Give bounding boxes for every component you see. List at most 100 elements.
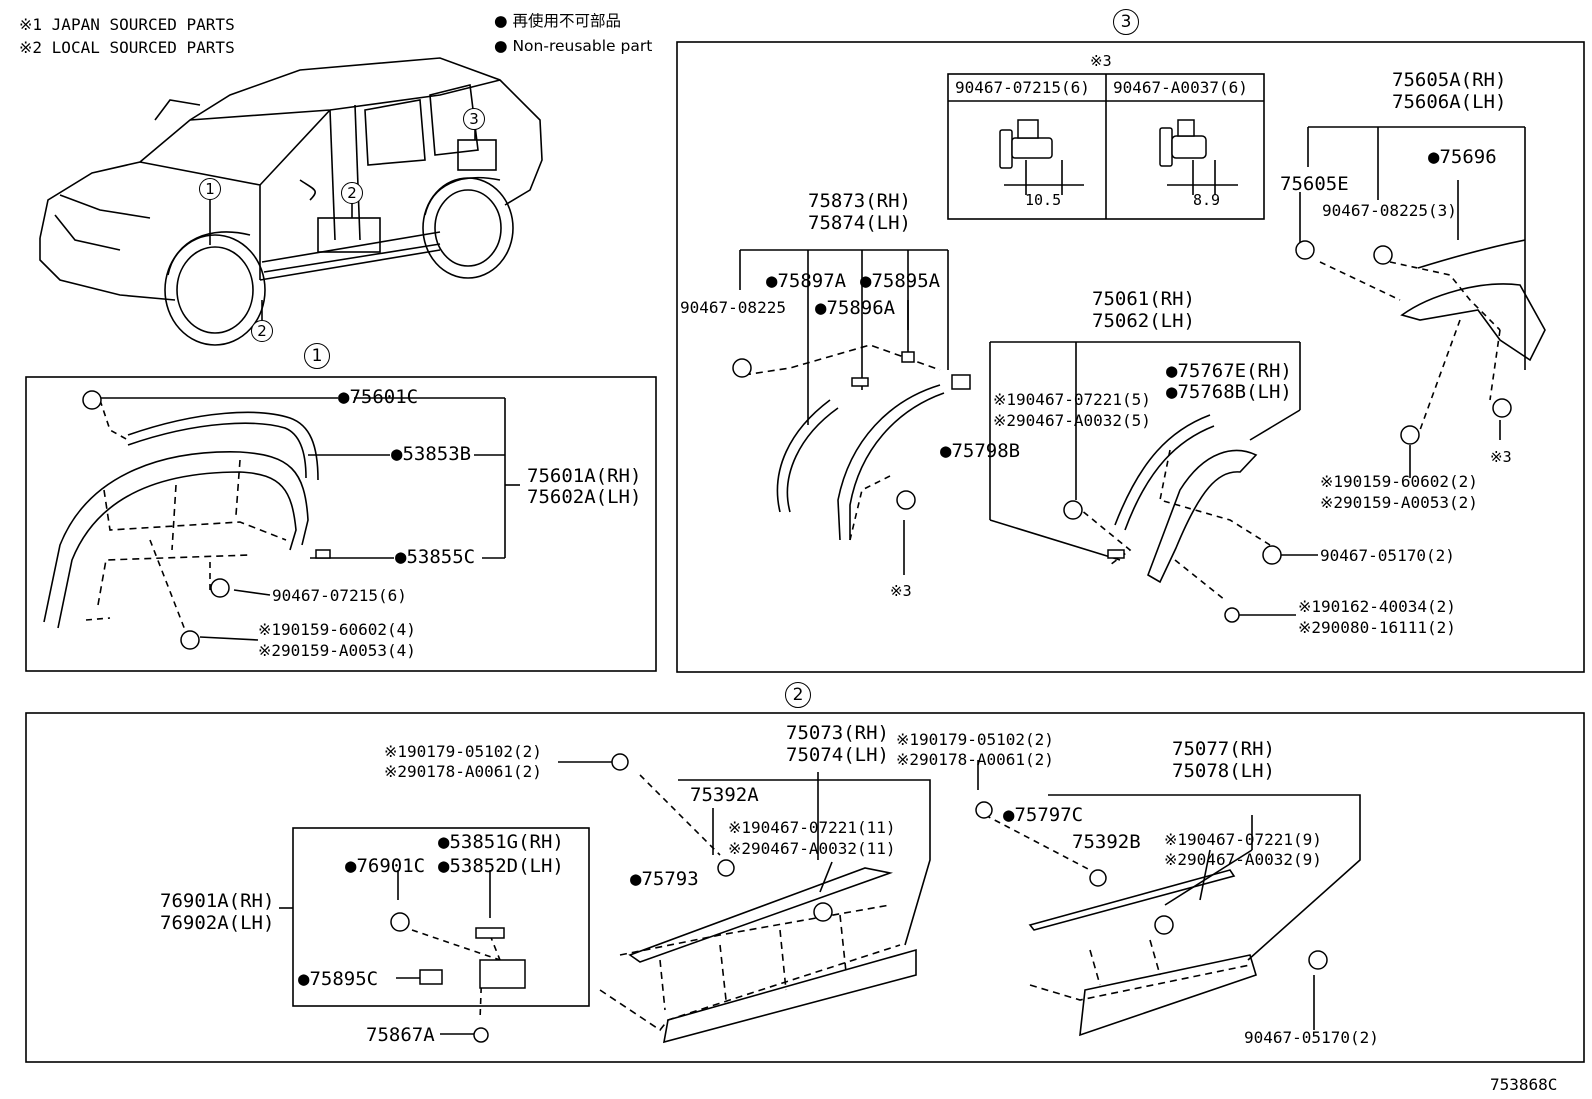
legend-nonreusable-en: ● Non-reusable part bbox=[494, 37, 653, 55]
leader-lines-2 bbox=[279, 760, 1315, 1035]
tape-icon bbox=[315, 549, 331, 559]
part-90467-08225[interactable]: 90467-08225 bbox=[680, 298, 786, 317]
clip-07221-5[interactable]: ※190467-07221(5) bbox=[993, 390, 1151, 409]
section-1-frame bbox=[25, 376, 657, 672]
clip-A0032-5[interactable]: ※290467-A0032(5) bbox=[993, 411, 1151, 430]
screw-A0053-2[interactable]: ※290159-A0053(2) bbox=[1320, 493, 1478, 512]
nut-icon bbox=[611, 753, 629, 771]
clip-icon bbox=[896, 490, 916, 510]
leader-lines-3 bbox=[739, 126, 1526, 616]
nut-A0061-2-left[interactable]: ※290178-A0061(2) bbox=[384, 762, 542, 781]
clip-a-part[interactable]: 90467-07215(6) bbox=[955, 78, 1090, 97]
clip-07221-11[interactable]: ※190467-07221(11) bbox=[728, 818, 896, 837]
part-75606A[interactable]: 75606A(LH) bbox=[1392, 91, 1507, 113]
part-75605E[interactable]: 75605E bbox=[1280, 173, 1349, 195]
part-75074[interactable]: 75074(LH) bbox=[786, 744, 889, 766]
clip-dimensions bbox=[1004, 160, 1238, 195]
part-75392B[interactable]: 75392B bbox=[1072, 831, 1141, 853]
tape-icon bbox=[419, 969, 443, 985]
part-53855C[interactable]: ●53855C bbox=[395, 546, 476, 568]
clip-A0032-11[interactable]: ※290467-A0032(11) bbox=[728, 839, 896, 858]
part-75602A[interactable]: 75602A(LH) bbox=[527, 486, 642, 508]
part-75078[interactable]: 75078(LH) bbox=[1172, 760, 1275, 782]
nut-05102-2-left[interactable]: ※190179-05102(2) bbox=[384, 742, 542, 761]
screw-16111-2[interactable]: ※290080-16111(2) bbox=[1298, 618, 1456, 637]
clip-icon bbox=[82, 390, 102, 410]
screw-icon bbox=[1224, 607, 1240, 623]
part-53851G[interactable]: ●53851G(RH) bbox=[438, 831, 564, 853]
rocker-moldings-art bbox=[411, 774, 1361, 1044]
clip-icon bbox=[1262, 545, 1282, 565]
clip-icon bbox=[210, 578, 230, 598]
screw-icon bbox=[473, 1027, 489, 1043]
screw-icon bbox=[1400, 425, 1420, 445]
part-90467-05170-2-bottom[interactable]: 90467-05170(2) bbox=[1244, 1028, 1379, 1047]
clip-a-body-icon bbox=[1011, 137, 1053, 159]
part-75798B[interactable]: ●75798B bbox=[940, 440, 1021, 462]
part-75873[interactable]: 75873(RH) bbox=[808, 190, 911, 212]
clip-icon bbox=[1308, 950, 1328, 970]
clip-a-icon bbox=[999, 129, 1013, 169]
part-75073[interactable]: 75073(RH) bbox=[786, 722, 889, 744]
screw-60602-4[interactable]: ※190159-60602(4) bbox=[258, 620, 416, 639]
part-75793[interactable]: ●75793 bbox=[630, 868, 699, 890]
part-75601A[interactable]: 75601A(RH) bbox=[527, 465, 642, 487]
vehicle-marker-2b[interactable]: 2 bbox=[251, 320, 273, 342]
section-1-marker: 1 bbox=[304, 343, 330, 369]
part-76902A[interactable]: 76902A(LH) bbox=[160, 912, 275, 934]
section-2-frame bbox=[25, 712, 1585, 1063]
clip-07221-9[interactable]: ※190467-07221(9) bbox=[1164, 830, 1322, 849]
clip-note: ※3 bbox=[1090, 52, 1112, 70]
part-75895A[interactable]: ●75895A bbox=[860, 270, 941, 292]
part-75867A[interactable]: 75867A bbox=[366, 1024, 435, 1046]
part-75601C[interactable]: ●75601C bbox=[338, 386, 419, 408]
clip-a-head-icon bbox=[1017, 119, 1039, 139]
part-76901C[interactable]: ●76901C bbox=[345, 855, 426, 877]
clip-icon bbox=[951, 374, 971, 390]
nut-A0061-2-right[interactable]: ※290178-A0061(2) bbox=[896, 750, 1054, 769]
clip-icon bbox=[390, 912, 410, 932]
vehicle-marker-1[interactable]: 1 bbox=[199, 178, 221, 200]
vehicle-marker-2[interactable]: 2 bbox=[341, 182, 363, 204]
part-75768B[interactable]: ●75768B(LH) bbox=[1166, 381, 1292, 403]
part-53852D[interactable]: ●53852D(LH) bbox=[438, 855, 564, 877]
screw-40034-2[interactable]: ※190162-40034(2) bbox=[1298, 597, 1456, 616]
part-75897A[interactable]: ●75897A bbox=[766, 270, 847, 292]
clip-icon bbox=[1295, 240, 1315, 260]
part-75061[interactable]: 75061(RH) bbox=[1092, 288, 1195, 310]
section-2-marker: 2 bbox=[785, 682, 811, 708]
diagram-id: 753868C bbox=[1490, 1075, 1558, 1094]
part-75605A[interactable]: 75605A(RH) bbox=[1392, 69, 1507, 91]
clip-b-part[interactable]: 90467-A0037(6) bbox=[1113, 78, 1248, 97]
clip-shapes bbox=[82, 119, 1512, 1043]
part-90467-07215-6[interactable]: 90467-07215(6) bbox=[272, 586, 407, 605]
part-75896A[interactable]: ●75896A bbox=[815, 297, 896, 319]
part-75077[interactable]: 75077(RH) bbox=[1172, 738, 1275, 760]
nut-05102-2-right[interactable]: ※190179-05102(2) bbox=[896, 730, 1054, 749]
tape-icon bbox=[851, 377, 869, 387]
part-75797C[interactable]: ●75797C bbox=[1003, 804, 1084, 826]
part-76901A[interactable]: 76901A(RH) bbox=[160, 890, 275, 912]
part-75874[interactable]: 75874(LH) bbox=[808, 212, 911, 234]
clip-icon bbox=[1089, 869, 1107, 887]
fender-flare-front-art bbox=[43, 399, 319, 631]
clip-icon bbox=[717, 859, 735, 877]
part-75392A[interactable]: 75392A bbox=[690, 784, 759, 806]
part-90467-08225-3[interactable]: 90467-08225(3) bbox=[1322, 201, 1457, 220]
part-75895C[interactable]: ●75895C bbox=[298, 968, 379, 990]
clip-icon bbox=[732, 358, 752, 378]
part-75062[interactable]: 75062(LH) bbox=[1092, 310, 1195, 332]
tape-icon bbox=[475, 927, 505, 939]
part-90467-05170-2[interactable]: 90467-05170(2) bbox=[1320, 546, 1455, 565]
screw-60602-2[interactable]: ※190159-60602(2) bbox=[1320, 472, 1478, 491]
part-75696[interactable]: ●75696 bbox=[1428, 146, 1497, 168]
nut-icon bbox=[975, 801, 993, 819]
part-75767E[interactable]: ●75767E(RH) bbox=[1166, 360, 1292, 382]
section-3-marker: 3 bbox=[1113, 9, 1139, 35]
screw-A0053-4[interactable]: ※290159-A0053(4) bbox=[258, 641, 416, 660]
vehicle-marker-3[interactable]: 3 bbox=[463, 108, 485, 130]
part-53853B[interactable]: ●53853B bbox=[391, 443, 472, 465]
clip-b-icon bbox=[1159, 127, 1173, 167]
clip-A0032-9[interactable]: ※290467-A0032(9) bbox=[1164, 850, 1322, 869]
